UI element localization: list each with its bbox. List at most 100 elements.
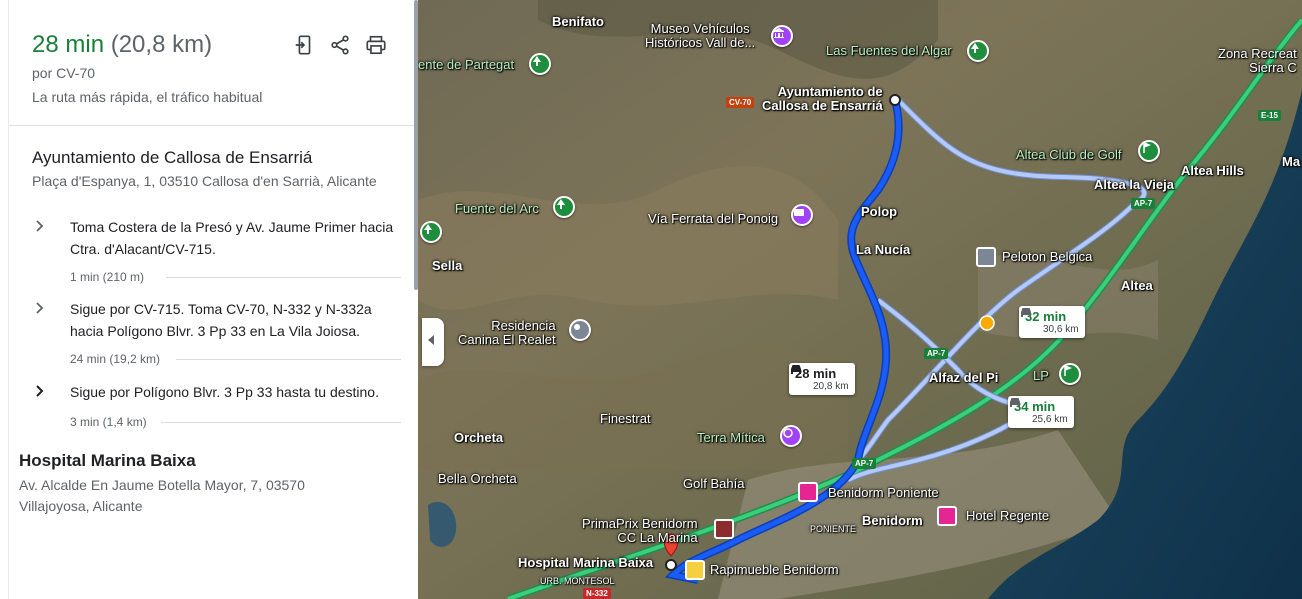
primary-route[interactable] <box>667 99 902 583</box>
place-label: Golf Bahía <box>683 476 745 491</box>
restaurant-icon[interactable] <box>714 519 734 539</box>
place-label: Ma <box>1282 154 1301 169</box>
route-card-selected[interactable]: 28 min 20,8 km <box>789 363 855 395</box>
destination-marker[interactable] <box>665 559 677 571</box>
place-label: Altea la Vieja <box>1094 177 1174 192</box>
route-traffic-note: La ruta más rápida, el tráfico habitual <box>32 89 263 105</box>
satellite-map-canvas[interactable] <box>418 0 1302 599</box>
place-label: ente de Partegat <box>418 57 515 72</box>
park-icon[interactable] <box>553 196 575 218</box>
direction-step-meta: 24 min (19,2 km) <box>70 352 161 366</box>
mountain-shade <box>418 166 838 310</box>
store-icon[interactable] <box>685 560 705 580</box>
place-label: Zona Recreat Sierra C <box>1218 46 1297 75</box>
chevron-left-icon <box>428 335 434 345</box>
destination-address: Av. Alcalde En Jaume Botella Mayor, 7, 0… <box>19 477 305 514</box>
place-label: Benidorm <box>862 513 923 528</box>
chevron-right-icon[interactable] <box>32 381 48 401</box>
chevron-right-icon[interactable] <box>32 216 48 236</box>
route-actions <box>293 34 387 56</box>
mediterranean-sea <box>988 90 1302 599</box>
origin-address: Plaça d'Espanya, 1, 03510 Callosa d'en S… <box>32 173 377 189</box>
place-label: Fuente del Arc <box>455 201 539 216</box>
place-label: Peloton Belgica <box>1002 249 1093 264</box>
destination-pin-icon[interactable] <box>663 533 679 557</box>
route-card-distance: 30,6 km <box>1043 324 1079 335</box>
route-card-distance: 20,8 km <box>813 381 849 392</box>
place-label: La Nucía <box>856 242 911 257</box>
park-icon[interactable] <box>967 40 989 62</box>
place-label: Alfaz del Pi <box>929 370 999 385</box>
route-card-alt[interactable]: 32 min 30,6 km <box>1019 306 1085 338</box>
place-square-icon[interactable] <box>976 247 996 267</box>
golf-icon[interactable] <box>1059 363 1081 385</box>
destination-name: Hospital Marina Baixa <box>19 451 196 470</box>
place-label: Museo Vehículos Históricos Vall de... <box>645 21 756 50</box>
route-time: 28 min <box>32 31 105 58</box>
route-card-time: 32 min <box>1021 308 1079 324</box>
step-divider <box>176 359 401 360</box>
attraction-icon[interactable] <box>791 204 813 226</box>
direction-step-text: Sigue por CV-715. Toma CV-70, N-332 y N-… <box>70 301 372 339</box>
route-card-alt[interactable]: 34 min 25,6 km <box>1008 396 1074 428</box>
origin-marker[interactable] <box>889 94 901 106</box>
place-label: LP <box>1033 368 1049 383</box>
place-label: Bella Orcheta <box>438 471 517 486</box>
chevron-right-icon[interactable] <box>32 298 48 318</box>
place-label: Vía Ferrata del Ponoig <box>648 211 779 226</box>
road-shield-e15: E-15 <box>1258 110 1281 121</box>
park-icon[interactable] <box>420 221 442 243</box>
place-label: Terra Mítica <box>697 430 765 445</box>
park-icon[interactable] <box>529 53 551 75</box>
route-card-time-text: 28 min <box>795 366 837 381</box>
route-distance: (20,8 km) <box>110 31 213 58</box>
car-icon <box>791 365 801 374</box>
step-divider <box>166 277 401 278</box>
send-to-phone-icon[interactable] <box>293 34 315 56</box>
place-label: Sella <box>432 258 463 273</box>
collapse-panel-button[interactable] <box>422 318 444 366</box>
print-icon[interactable] <box>365 34 387 56</box>
origin-name: Ayuntamiento de Callosa de Ensarriá <box>32 148 313 167</box>
theme-park-icon[interactable] <box>780 425 802 447</box>
place-label: Altea <box>1121 278 1153 293</box>
route-summary[interactable]: 28 min (20,8 km) por CV-70 La ruta más r… <box>9 0 417 126</box>
mountain-shade <box>418 345 848 470</box>
direction-step-meta: 3 min (1,4 km) <box>70 415 147 429</box>
place-label: Finestrat <box>600 411 651 426</box>
road-shield-ap7: AP-7 <box>924 348 949 359</box>
place-label: Rapimueble Benidorm <box>710 562 839 577</box>
share-icon[interactable] <box>329 34 351 56</box>
place-label: Benidorm Poniente <box>828 485 939 500</box>
museum-icon[interactable] <box>771 25 793 47</box>
place-label: Altea Club de Golf <box>1016 147 1122 162</box>
road-shield-ap7: AP-7 <box>852 458 877 469</box>
place-label: Hotel Regente <box>966 508 1050 523</box>
step-divider <box>161 422 401 423</box>
place-label: Residencia Canina El Realet <box>458 318 556 347</box>
route-card-time: 28 min <box>791 365 849 381</box>
place-label: Polop <box>861 204 898 219</box>
direction-step-text: Sigue por Polígono Blvr. 3 Pp 33 hasta t… <box>70 384 379 400</box>
route-summary-headline: 28 min (20,8 km) <box>32 30 212 60</box>
route-card-time: 34 min <box>1010 398 1068 414</box>
directions-panel-inner: 28 min (20,8 km) por CV-70 La ruta más r… <box>8 0 417 599</box>
golf-icon[interactable] <box>1138 140 1160 162</box>
highway-ap7-fill <box>507 18 1302 599</box>
car-icon <box>1010 398 1020 407</box>
traffic-incident-icon[interactable] <box>979 315 995 331</box>
map-view[interactable]: Benifato Museo Vehículos Históricos Vall… <box>418 0 1302 599</box>
panel-scrollbar[interactable] <box>414 0 418 290</box>
urban-area <box>718 430 1118 599</box>
hotel-icon[interactable] <box>937 506 957 526</box>
place-label: Altea Hills <box>1181 163 1244 178</box>
road-shield-ap7: AP-7 <box>1131 198 1156 209</box>
route-card-time-text: 34 min <box>1014 399 1056 414</box>
shopping-icon[interactable] <box>798 482 818 502</box>
direction-step-meta: 1 min (210 m) <box>70 270 145 284</box>
pet-service-icon[interactable] <box>569 319 591 341</box>
mountain-shade <box>538 0 938 79</box>
route-card-time-text: 32 min <box>1025 309 1067 324</box>
route-card-distance: 25,6 km <box>1032 414 1068 425</box>
place-label: Las Fuentes del Algar <box>826 43 952 58</box>
